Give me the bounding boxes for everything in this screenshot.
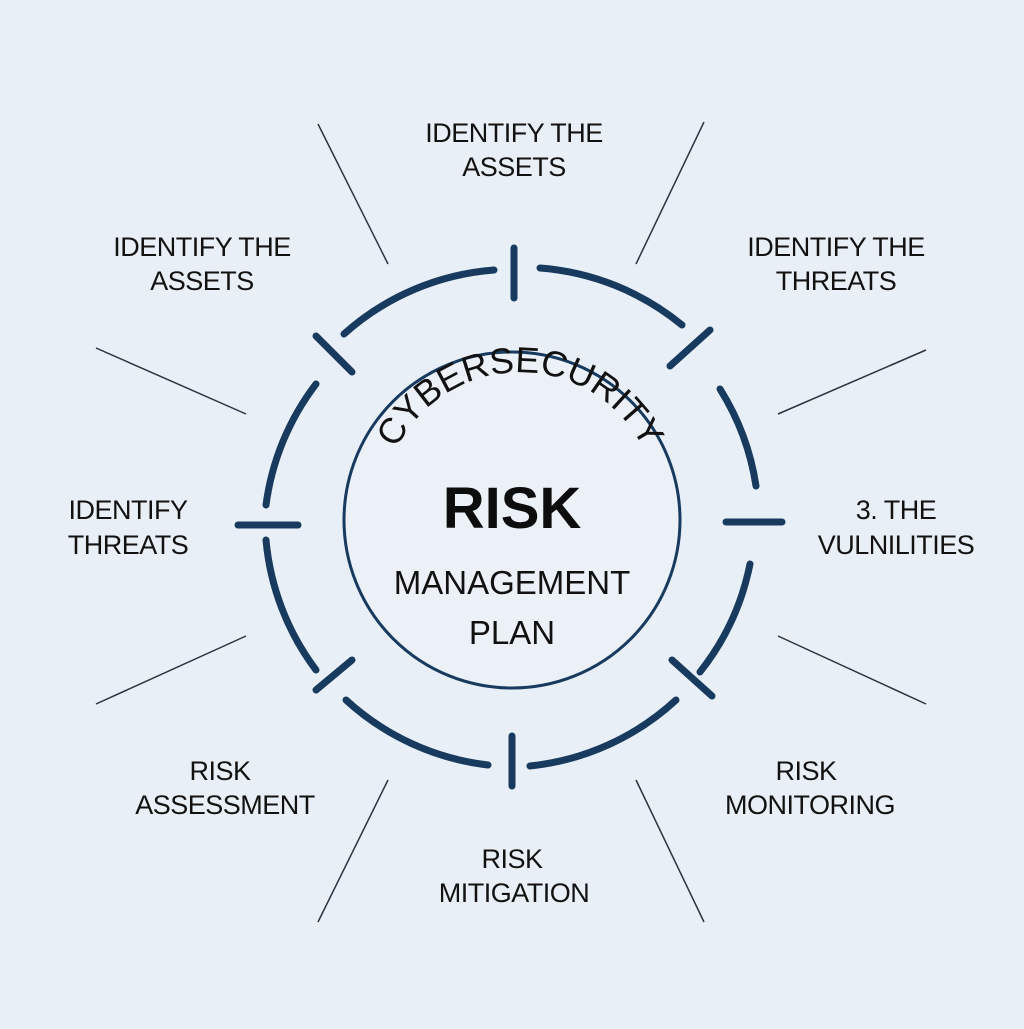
ring-segment-bottom-right [526, 696, 680, 770]
label-top-line2: ASSETS [462, 152, 566, 182]
label-top-right: IDENTIFY THE THREATS [747, 232, 925, 296]
ring-tick-bottom-left [312, 656, 356, 694]
label-top-right-line2: THREATS [776, 266, 897, 296]
label-top-left-line2: ASSETS [150, 266, 254, 296]
label-bottom-left-line2: ASSESSMENT [135, 790, 315, 820]
spoke-top-left [317, 123, 389, 265]
label-bottom-left-line1: RISK [189, 756, 251, 786]
ring-segment-top-left [340, 266, 498, 338]
center-subtitle-line2: PLAN [469, 614, 555, 651]
ring-tick-top-right [666, 326, 714, 370]
label-bottom-line2: MITIGATION [439, 878, 590, 908]
spoke-bottom-right [635, 779, 705, 923]
label-right: 3. THE VULNILITIES [818, 495, 975, 560]
label-top-line1: IDENTIFY THE [425, 118, 603, 148]
label-bottom-left: RISK ASSESSMENT [135, 756, 315, 820]
label-left: IDENTIFY THREATS [68, 495, 189, 560]
label-bottom-line1: RISK [481, 844, 543, 874]
label-left-line1: IDENTIFY [68, 495, 187, 525]
spoke-left-lower [95, 635, 247, 705]
label-right-line2: VULNILITIES [818, 530, 975, 560]
label-right-line1: 3. THE [856, 495, 937, 525]
ring-tick-bottom-right [668, 656, 716, 700]
outer-ring [234, 244, 786, 790]
label-bottom-right-line2: MONITORING [725, 790, 895, 820]
spokes [95, 121, 927, 923]
ring-segment-left-lower [262, 536, 320, 674]
center-subtitle-line1: MANAGEMENT [394, 564, 631, 601]
label-top: IDENTIFY THE ASSETS [425, 118, 603, 182]
label-bottom-right-line1: RISK [775, 756, 837, 786]
ring-tick-top-left [312, 332, 356, 376]
spoke-top-right [635, 121, 705, 265]
ring-segment-bottom-left [342, 696, 492, 769]
spoke-right-lower [777, 635, 927, 705]
label-bottom-right: RISK MONITORING [725, 756, 896, 820]
label-top-right-line1: IDENTIFY THE [747, 232, 925, 262]
spoke-bottom-left [317, 779, 389, 923]
ring-segment-right-lower [696, 560, 754, 676]
center-main-title: RISK [443, 476, 582, 541]
center-circle [342, 350, 682, 690]
label-top-left-line1: IDENTIFY THE [113, 232, 291, 262]
label-left-line2: THREATS [68, 530, 189, 560]
label-top-left: IDENTIFY THE ASSETS [113, 232, 291, 296]
ring-segment-right-upper [716, 385, 760, 490]
ring-segment-top-right [536, 264, 686, 329]
ring-segment-left-upper [262, 380, 320, 509]
spoke-left-upper [95, 347, 247, 415]
spoke-right-upper [777, 349, 927, 415]
label-bottom: RISK MITIGATION [439, 844, 590, 908]
